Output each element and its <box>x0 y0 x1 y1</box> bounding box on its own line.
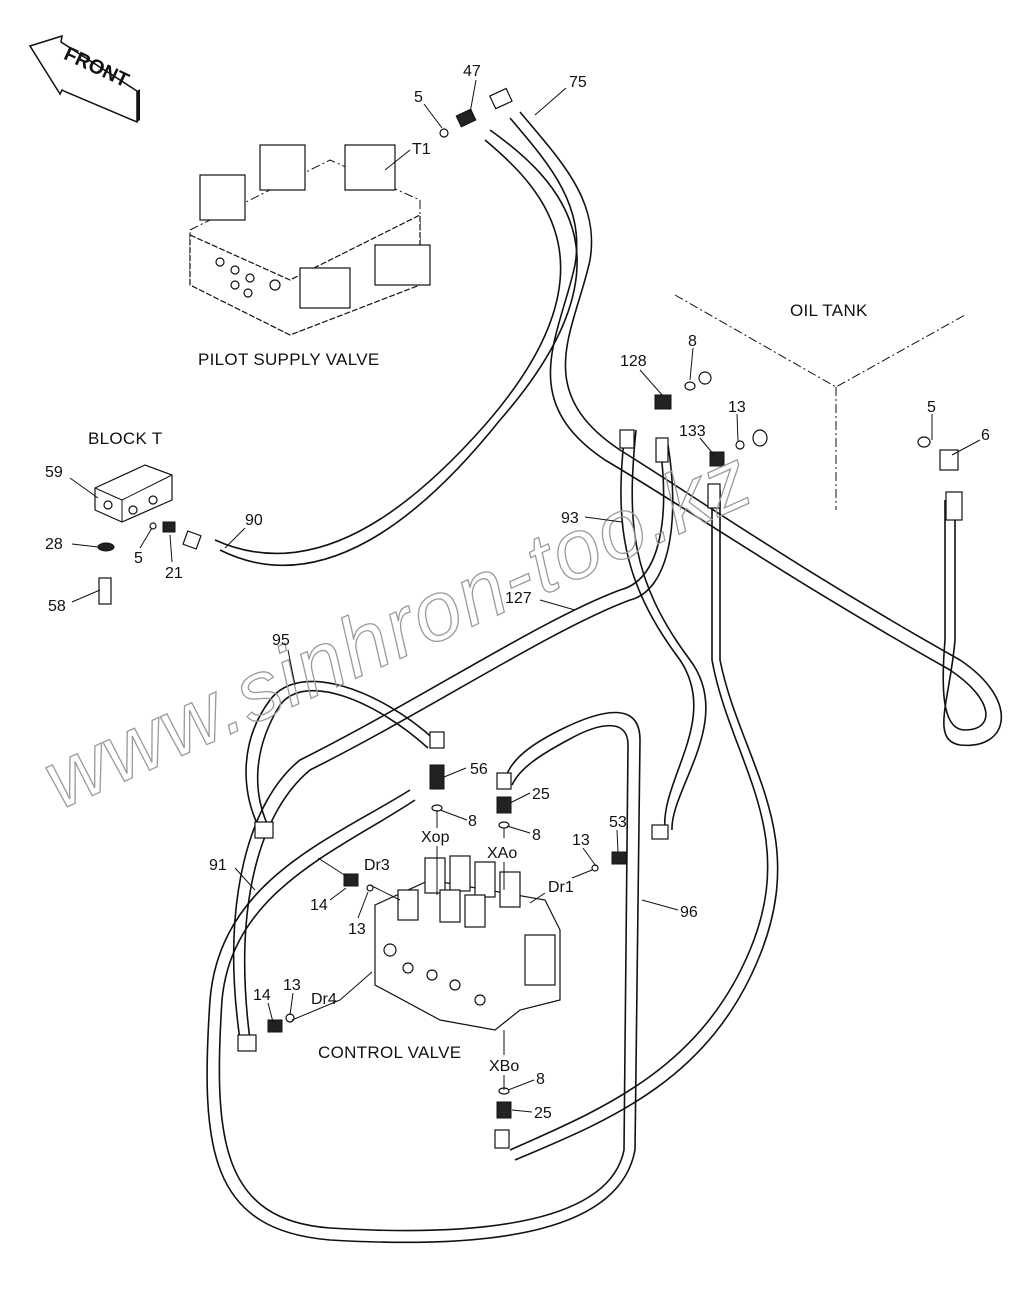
callout-127: 127 <box>505 590 532 607</box>
callout-56: 56 <box>470 761 488 778</box>
callout-13: 13 <box>572 832 590 849</box>
hose-96 <box>509 490 779 1161</box>
callout-58: 58 <box>48 598 66 615</box>
callout-5: 5 <box>134 550 143 567</box>
port-xbo: XBo <box>489 1058 519 1075</box>
callout-47: 47 <box>463 63 481 80</box>
block-t-label: BLOCK T <box>88 429 163 448</box>
oil-tank-label: OIL TANK <box>790 301 868 320</box>
control-valve-label: CONTROL VALVE <box>318 1043 461 1062</box>
callout-t1: T1 <box>412 141 431 158</box>
callout-8: 8 <box>532 827 541 844</box>
callout-6: 6 <box>981 427 990 444</box>
front-arrow-icon: FRONT <box>28 34 140 124</box>
leader-lines <box>69 79 981 1113</box>
hose-93 <box>620 429 707 831</box>
callout-5: 5 <box>927 399 936 416</box>
callout-labels: 47 75 5 T1 59 28 5 21 58 90 128 8 133 13… <box>45 63 990 1122</box>
port-dr1: Dr1 <box>548 879 574 896</box>
hose-95 <box>245 680 436 831</box>
port-dr4: Dr4 <box>311 991 337 1008</box>
hose-91 <box>206 711 641 1244</box>
callout-21: 21 <box>165 565 183 582</box>
callout-91: 91 <box>209 857 227 874</box>
callout-133: 133 <box>679 423 706 440</box>
pilot-supply-valve-label: PILOT SUPPLY VALVE <box>198 350 379 369</box>
callout-25: 25 <box>534 1105 552 1122</box>
callout-14: 14 <box>253 987 271 1004</box>
callout-59: 59 <box>45 464 63 481</box>
hose-75 <box>509 111 1003 747</box>
fitting-47 <box>439 87 513 138</box>
fittings-control-valve <box>237 731 669 1149</box>
port-dr3: Dr3 <box>364 857 390 874</box>
callout-13: 13 <box>283 977 301 994</box>
callout-90: 90 <box>245 512 263 529</box>
hose-127 <box>232 444 674 1041</box>
callout-8: 8 <box>536 1071 545 1088</box>
callout-13: 13 <box>348 921 366 938</box>
oil-tank-outline <box>674 294 966 510</box>
port-xao: XAo <box>487 845 517 862</box>
control-valve <box>374 855 561 1031</box>
callout-14: 14 <box>310 897 328 914</box>
callout-8: 8 <box>688 333 697 350</box>
callout-8: 8 <box>468 813 477 830</box>
fittings-oil-tank <box>619 371 963 521</box>
callout-93: 93 <box>561 510 579 527</box>
callout-13: 13 <box>728 399 746 416</box>
callout-96: 96 <box>680 904 698 921</box>
callout-5: 5 <box>414 89 423 106</box>
callout-128: 128 <box>620 353 647 370</box>
callout-95: 95 <box>272 632 290 649</box>
callout-53: 53 <box>609 814 627 831</box>
callout-25: 25 <box>532 786 550 803</box>
block-t <box>94 464 202 605</box>
pilot-supply-valve <box>189 144 431 336</box>
callout-75: 75 <box>569 74 587 91</box>
callout-28: 28 <box>45 536 63 553</box>
hose-90 <box>214 129 578 567</box>
port-xop: Xop <box>421 829 450 846</box>
